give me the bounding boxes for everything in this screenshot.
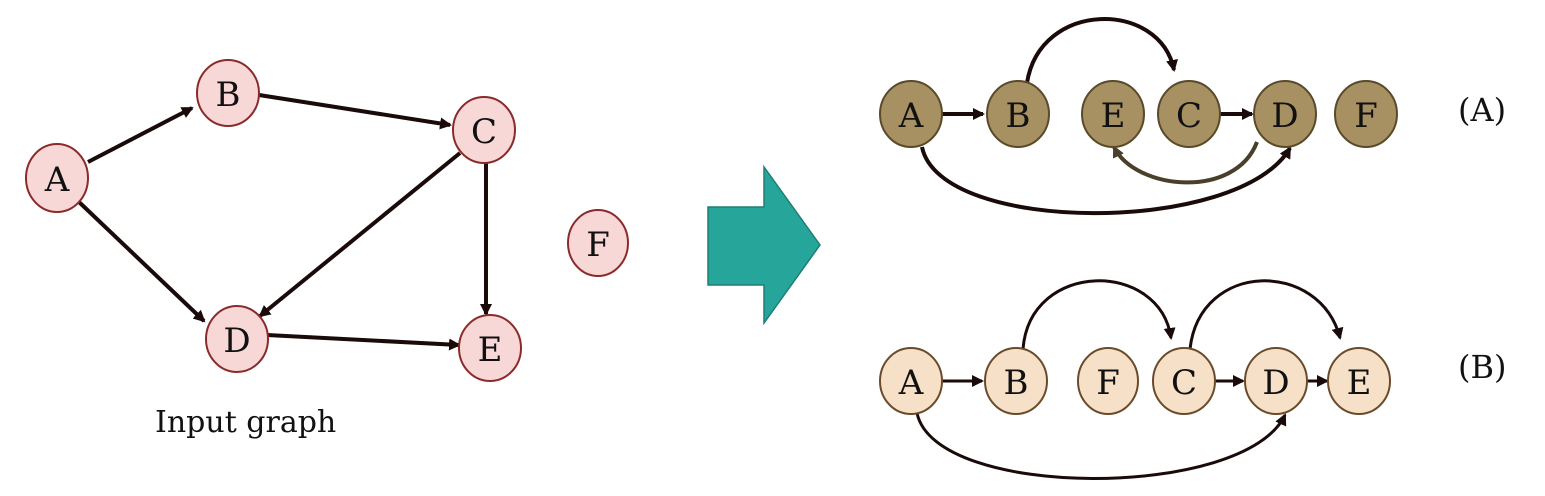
- a-edge-d-e: [1112, 141, 1259, 185]
- a-node-c: C: [1157, 80, 1221, 148]
- b-edge-c-e: [1188, 279, 1344, 350]
- result-a-label: (A): [1458, 91, 1506, 129]
- b-node-a: A: [879, 347, 943, 415]
- a-edge-b-c: [1025, 17, 1178, 84]
- b-node-f-label: F: [1096, 363, 1120, 403]
- input-node-f-label: F: [586, 225, 610, 265]
- b-node-b-label: B: [1004, 363, 1029, 403]
- b-edge-a-d: [915, 412, 1287, 480]
- result-b-label: (B): [1458, 348, 1506, 386]
- b-edge-b-c: [1021, 279, 1176, 350]
- a-node-b: B: [986, 80, 1050, 148]
- transform-arrow-icon: [707, 164, 821, 326]
- input-node-b: B: [196, 59, 260, 127]
- a-node-c-label: C: [1176, 96, 1202, 136]
- b-node-d: D: [1244, 347, 1308, 415]
- input-node-d-label: D: [223, 321, 250, 361]
- a-node-a-label: A: [898, 96, 924, 136]
- edge-c-d: [258, 151, 462, 318]
- input-node-e-label: E: [478, 330, 503, 370]
- a-node-b-label: B: [1006, 96, 1031, 136]
- input-node-b-label: B: [216, 75, 241, 115]
- input-node-c-label: C: [471, 112, 497, 152]
- input-node-c: C: [452, 96, 516, 164]
- a-node-f: F: [1334, 80, 1398, 148]
- result-b-nodes: A B F C D E: [879, 347, 1391, 415]
- b-node-c: C: [1152, 347, 1216, 415]
- input-graph-edges: [77, 93, 492, 351]
- input-node-a-label: A: [44, 160, 70, 200]
- input-graph-nodes: A B C D E F: [25, 59, 629, 382]
- result-a-nodes: A B E C D F: [879, 80, 1398, 148]
- a-node-e: E: [1081, 80, 1145, 148]
- a-node-a: A: [879, 80, 943, 148]
- a-node-d: D: [1253, 80, 1317, 148]
- result-b-edges: [915, 279, 1344, 480]
- result-a-edges: [920, 17, 1292, 216]
- edge-b-c: [258, 93, 452, 130]
- edge-d-e: [266, 333, 461, 351]
- b-node-f: F: [1077, 347, 1139, 415]
- a-edge-a-d: [920, 146, 1292, 216]
- b-node-b: B: [984, 347, 1048, 415]
- a-node-e-label: E: [1101, 96, 1126, 136]
- input-graph-caption: Input graph: [155, 405, 336, 440]
- a-node-d-label: D: [1271, 96, 1298, 136]
- input-node-d: D: [205, 305, 269, 373]
- b-node-e-label: E: [1347, 363, 1372, 403]
- input-node-f: F: [567, 209, 629, 277]
- b-node-e: E: [1327, 347, 1391, 415]
- b-node-a-label: A: [898, 363, 924, 403]
- edge-a-d: [77, 200, 206, 323]
- input-node-a: A: [25, 143, 89, 213]
- b-node-d-label: D: [1262, 363, 1289, 403]
- input-node-e: E: [458, 314, 522, 382]
- b-node-c-label: C: [1171, 363, 1197, 403]
- edge-a-b: [87, 106, 194, 164]
- a-node-f-label: F: [1354, 96, 1378, 136]
